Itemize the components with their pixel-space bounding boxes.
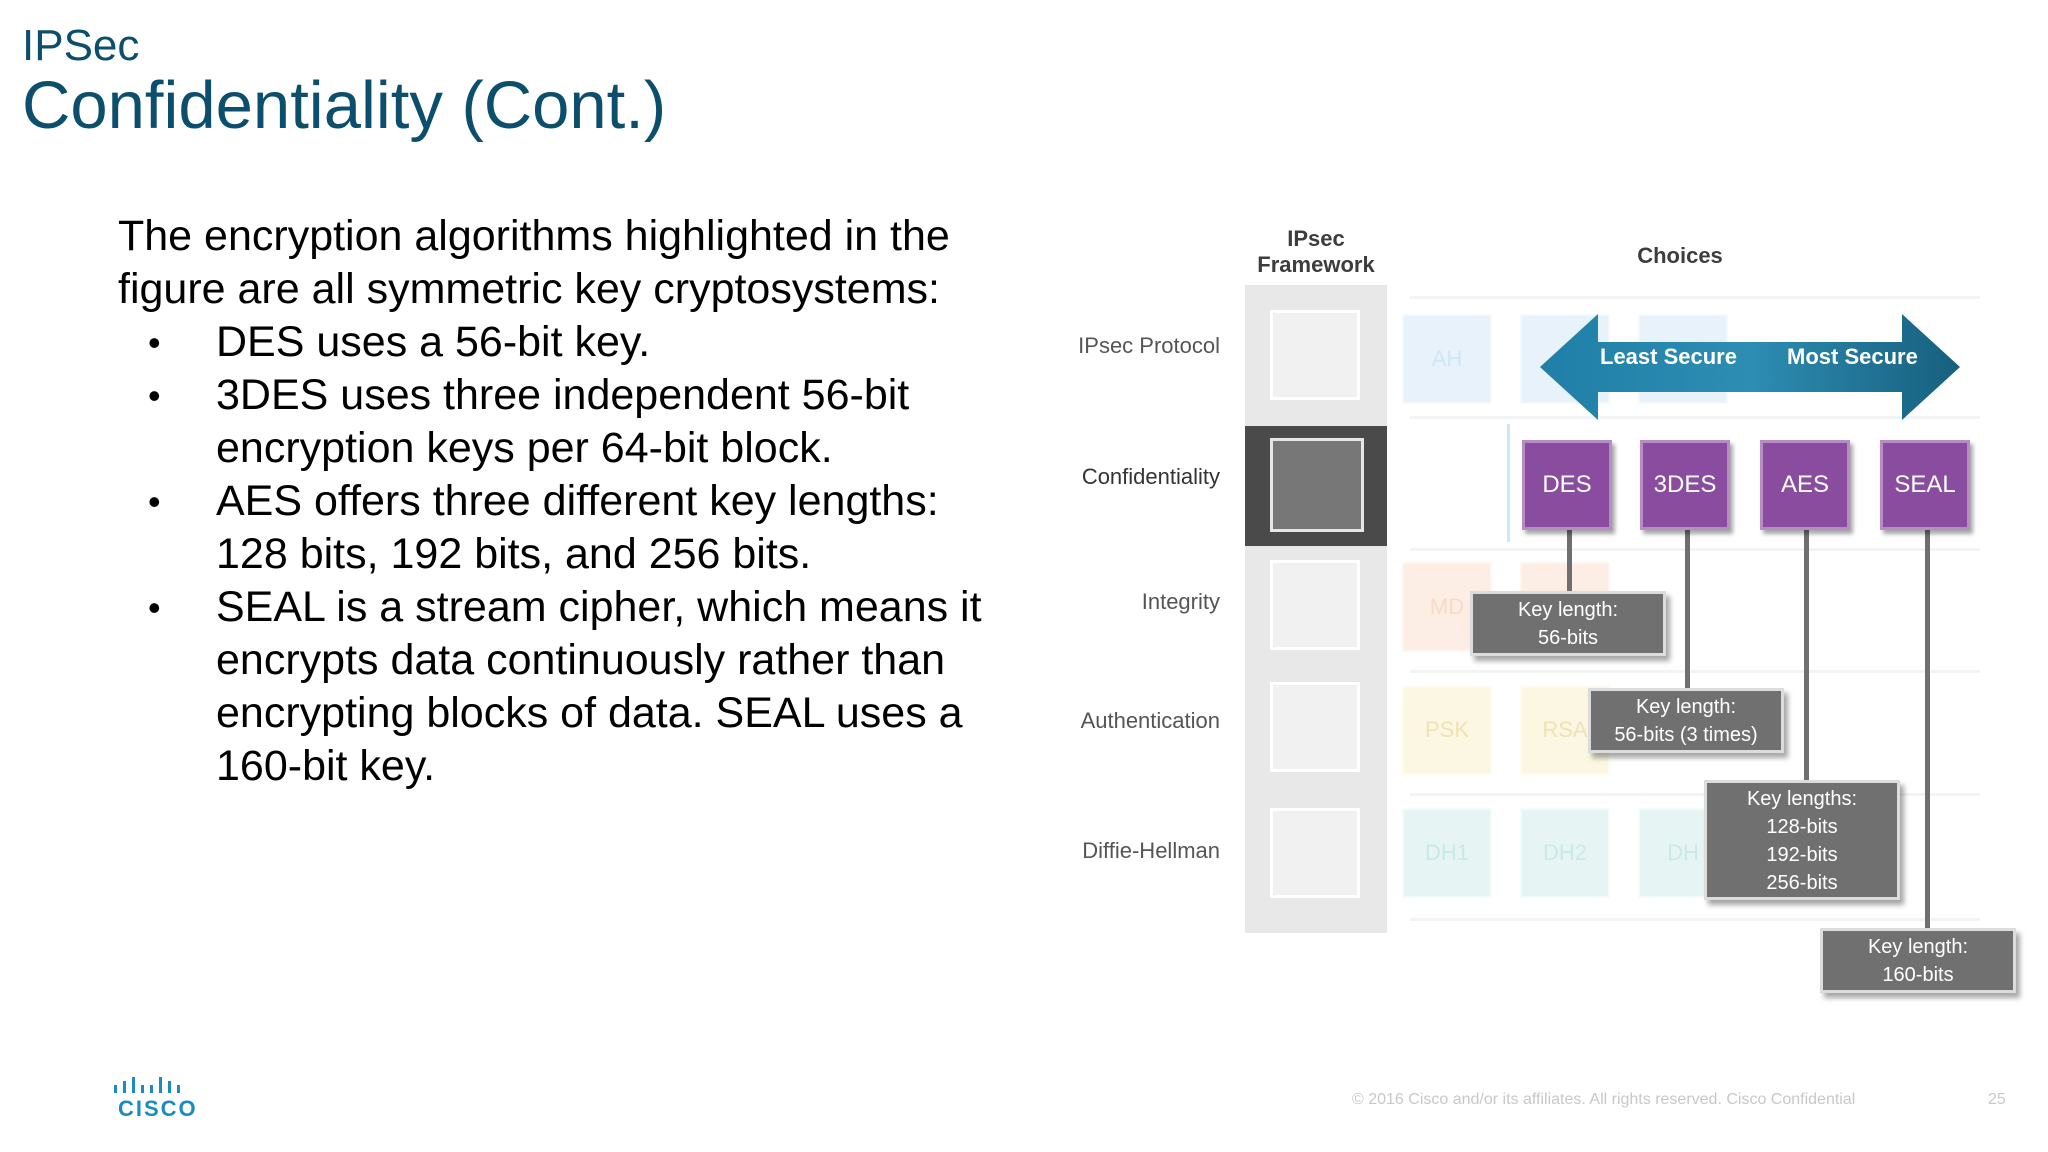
intro-paragraph: The encryption algorithms highlighted in… [118,212,950,313]
callout-value: 128-bits [1766,816,1838,838]
callout-value: 160-bits [1882,964,1954,986]
callout-des-key: Key length: 56-bits [1470,591,1666,656]
row-accent-line [1507,424,1510,542]
connector-des [1567,530,1572,598]
framework-slot-integrity [1270,560,1360,650]
row-divider [1410,670,1980,673]
bullet-des: • DES uses a 56-bit key. [118,316,998,369]
bullet-text: SEAL is a stream cipher, which means it … [216,583,982,790]
framework-slot-diffie-hellman [1270,808,1360,898]
row-divider [1410,296,1980,299]
connector-seal [1925,530,1930,930]
slide-title: Confidentiality (Cont.) [22,68,667,143]
framework-slot-confidentiality [1270,438,1364,532]
bullet-text: 3DES uses three independent 56-bit encry… [216,371,910,472]
bullet-dot-icon: • [148,481,161,522]
callout-seal-key: Key length: 160-bits [1820,928,2016,993]
bullet-dot-icon: • [148,375,161,416]
faded-choice-dh2: DH2 [1520,808,1610,898]
bullet-dot-icon: • [148,587,161,628]
connector-3des [1685,530,1690,690]
callout-label: Key length: [1517,599,1619,621]
framework-header-line1: IPsec [1287,226,1345,251]
callout-value: 192-bits [1766,844,1838,866]
cisco-logo-text: CISCO [118,1096,198,1121]
row-label-ipsec-protocol: IPsec Protocol [1078,333,1220,358]
bullet-3des: • 3DES uses three independent 56-bit encr… [118,369,998,475]
choices-header: Choices [1637,243,1723,268]
callout-3des-key: Key length: 56-bits (3 times) [1588,688,1784,753]
callout-value: 56-bits (3 times) [1614,724,1758,746]
bullet-text: AES offers three different key lengths: … [216,477,939,578]
page-number: 25 [1988,1091,2006,1108]
cisco-logo-icon [114,1077,180,1093]
row-label-authentication: Authentication [1080,708,1220,733]
framework-header-line2: Framework [1257,252,1375,277]
row-divider [1410,548,1980,551]
bullet-dot-icon: • [148,322,161,363]
framework-slot-protocol [1270,310,1360,400]
most-secure-label: Most Secure [1787,344,1918,369]
section-title: IPSec [22,21,140,70]
callout-label: Key length: [1867,936,1969,958]
bullet-aes: • AES offers three different key lengths:… [118,475,998,581]
bullet-list: • DES uses a 56-bit key. • 3DES uses three… [118,316,998,793]
security-double-arrow-icon [1540,314,1960,420]
callout-aes-key: Key lengths: 128-bits 192-bits 256-bits [1704,780,1900,900]
callout-value: 256-bits [1766,872,1838,894]
row-label-confidentiality: Confidentiality [1081,464,1220,489]
algo-seal: SEAL [1880,440,1970,530]
row-label-integrity: Integrity [1141,589,1220,614]
callout-value: 56-bits [1537,627,1599,649]
framework-header: IPsec Framework [1236,226,1396,278]
row-divider [1410,416,1980,419]
footer-copyright: © 2016 Cisco and/or its affiliates. All … [1352,1091,1856,1108]
row-divider [1410,918,1980,921]
faded-choice-psk: PSK [1402,685,1492,775]
framework-slot-authentication [1270,682,1360,772]
faded-choice-ah: AH [1402,314,1492,404]
row-label-diffie-hellman: Diffie-Hellman [1082,838,1220,863]
algo-des: DES [1522,440,1612,530]
slide-body: The encryption algorithms highlighted in… [118,210,998,793]
callout-label: Key lengths: [1746,788,1858,810]
bullet-seal: • SEAL is a stream cipher, which means it… [118,581,998,793]
algo-3des: 3DES [1640,440,1730,530]
least-secure-label: Least Secure [1600,344,1737,369]
row-divider [1410,793,1980,796]
bullet-text: DES uses a 56-bit key. [216,318,651,366]
algo-aes: AES [1760,440,1850,530]
faded-choice-dh1: DH1 [1402,808,1492,898]
connector-aes [1804,530,1809,782]
callout-label: Key length: [1635,696,1737,718]
